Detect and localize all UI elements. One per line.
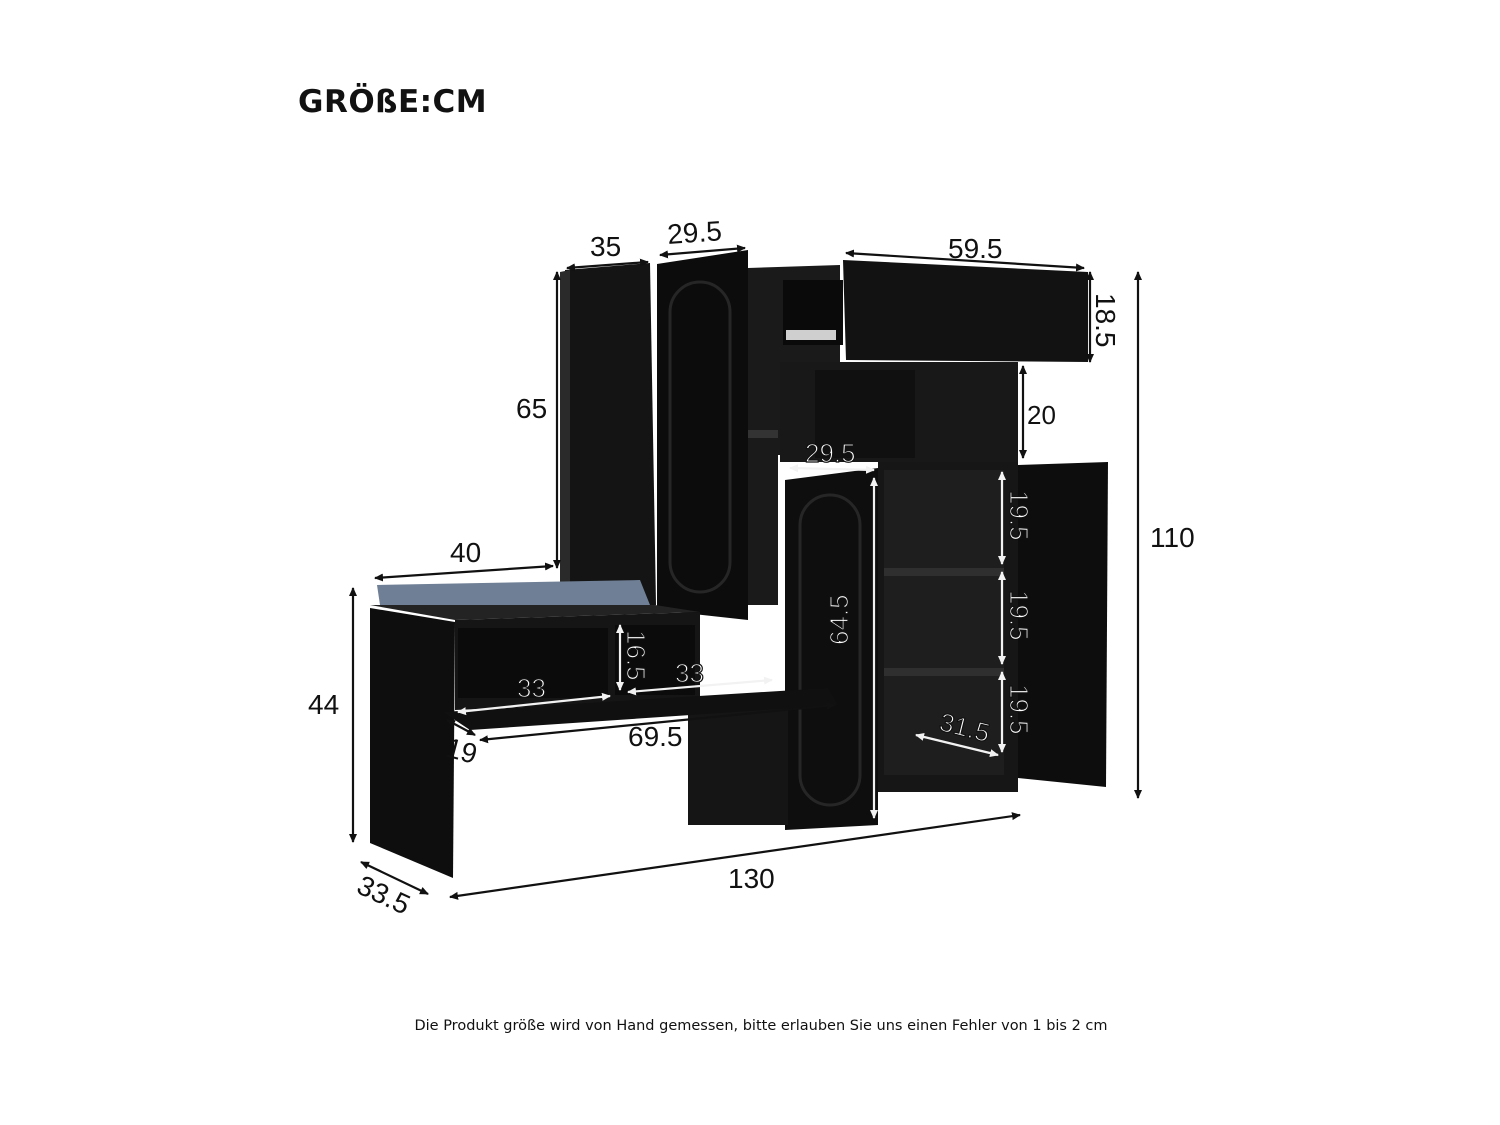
label-open-shelf-height: 20	[1027, 400, 1056, 430]
label-total-width: 130	[728, 863, 775, 894]
measurement-note: Die Produkt größe wird von Hand gemessen…	[414, 1018, 1108, 1034]
label-bench-compartment-left: 33	[517, 673, 546, 703]
dim-line-top-left	[566, 258, 649, 272]
door-oval-groove	[668, 280, 732, 594]
shelf-board-1	[884, 568, 1004, 576]
label-drawer-width: 59.5	[948, 233, 1003, 264]
shelf-board-2	[884, 668, 1004, 676]
bench-compartment-left	[458, 628, 608, 698]
label-lower-door-height: 64.5	[824, 594, 854, 645]
tall-cabinet	[565, 263, 656, 605]
label-bench-compartment-right: 33	[675, 658, 704, 688]
bench-top	[370, 605, 700, 620]
lower-door-oval-groove	[798, 493, 862, 807]
dim-line-inner-depth	[915, 733, 999, 757]
seat-cushion	[377, 580, 650, 605]
bench-side-box	[688, 705, 788, 825]
upper-shelf-inner	[815, 370, 915, 458]
dim-line-drawer-width	[845, 249, 1085, 272]
label-shelf-3: 19.5	[1004, 684, 1034, 735]
label-shelf-1: 19.5	[1004, 490, 1034, 541]
right-open-door	[1018, 462, 1108, 787]
label-lower-door-width: 29.5	[805, 438, 856, 468]
label-total-height: 110	[1150, 522, 1195, 553]
dim-line-lower-door-width	[789, 464, 875, 474]
bench-side-panel	[370, 608, 455, 878]
label-bench-width: 40	[450, 537, 481, 568]
dim-line-bench-inner-depth	[446, 719, 476, 736]
tall-cabinet-side	[560, 270, 570, 605]
label-bench-height: 44	[308, 689, 339, 720]
dim-line-bench-inner-width	[479, 701, 836, 744]
dim-line-depth	[360, 861, 429, 895]
lower-cabinet-interior	[884, 470, 1004, 775]
label-top-left-width: 35	[590, 231, 621, 262]
label-cabinet-height: 65	[516, 393, 547, 424]
dim-line-total-width	[449, 812, 1021, 900]
dimension-lines	[349, 244, 1142, 900]
label-depth: 33.5	[352, 869, 414, 920]
drawer-slide	[786, 330, 836, 340]
label-bench-inner-width: 69.5	[628, 721, 683, 752]
tall-cabinet-door	[657, 250, 748, 620]
label-shelf-2: 19.5	[1004, 590, 1034, 641]
top-drawer	[843, 260, 1088, 362]
label-left-door-width: 29.5	[666, 215, 723, 250]
middle-shelf	[748, 430, 778, 438]
dim-line-left-door	[659, 244, 746, 259]
dim-line-bench-width	[374, 562, 554, 582]
label-drawer-height: 18.5	[1090, 293, 1121, 348]
label-bench-compartment-height: 16.5	[621, 630, 651, 681]
size-title: GRÖßE:CM	[298, 84, 488, 120]
dim-line-bench-right	[627, 676, 773, 696]
